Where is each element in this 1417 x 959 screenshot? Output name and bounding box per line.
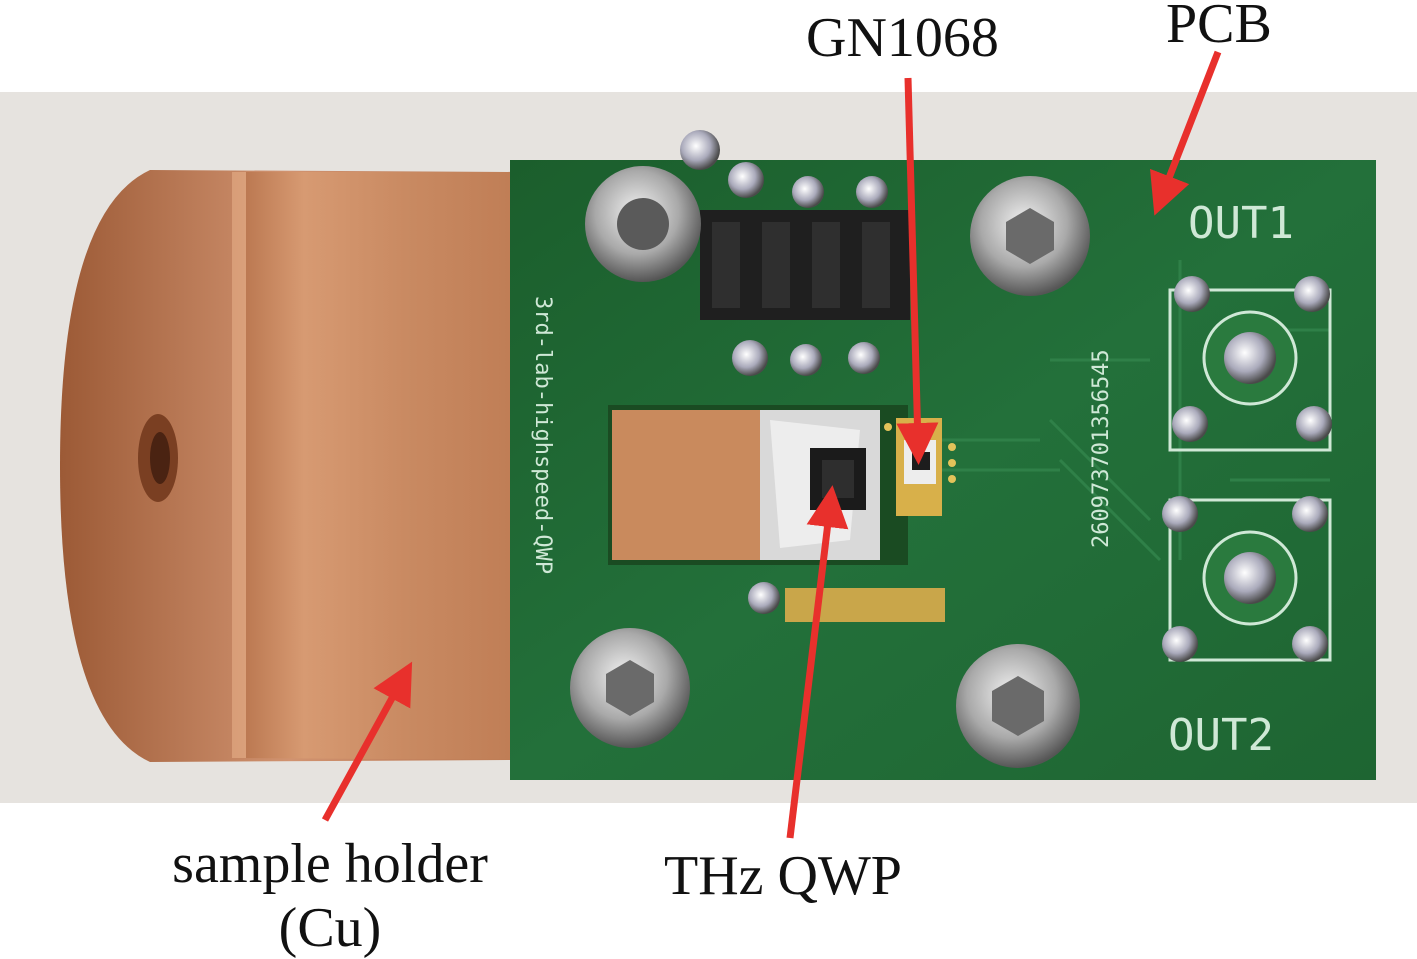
- solder-joint: [748, 582, 780, 614]
- label-gn1068: GN1068: [806, 7, 999, 69]
- output-connector-1: [1172, 276, 1332, 442]
- gold-contact-strip: [785, 588, 945, 622]
- sample-window: [608, 405, 908, 565]
- arrow-sample-holder: [321, 661, 413, 822]
- arrow-gn1068: [896, 77, 939, 465]
- arrow-thz-qwp: [786, 485, 849, 839]
- output-connector-2: [1162, 496, 1328, 662]
- screw-bottom-right: [956, 644, 1080, 768]
- label-sample-holder-text: sample holder: [172, 833, 488, 895]
- silk-out1: OUT1: [1188, 198, 1294, 249]
- label-sample-holder-material: (Cu): [278, 897, 382, 959]
- label-sample-holder: sample holder (Cu): [172, 836, 488, 956]
- silk-out2: OUT2: [1168, 710, 1274, 761]
- silk-serial: 260973701356545: [1089, 349, 1114, 548]
- arrow-pcb: [1150, 50, 1222, 216]
- label-thz-qwp: THz QWP: [664, 845, 902, 907]
- screw-top-left: [585, 166, 701, 282]
- screw-bottom-left: [570, 628, 690, 748]
- label-pcb: PCB: [1166, 0, 1272, 55]
- pin-header: [680, 130, 910, 376]
- copper-sample-holder: [60, 170, 520, 762]
- silk-board-name: 3rd-lab-highspeed-QWP: [530, 296, 555, 574]
- screw-top-right: [970, 176, 1090, 296]
